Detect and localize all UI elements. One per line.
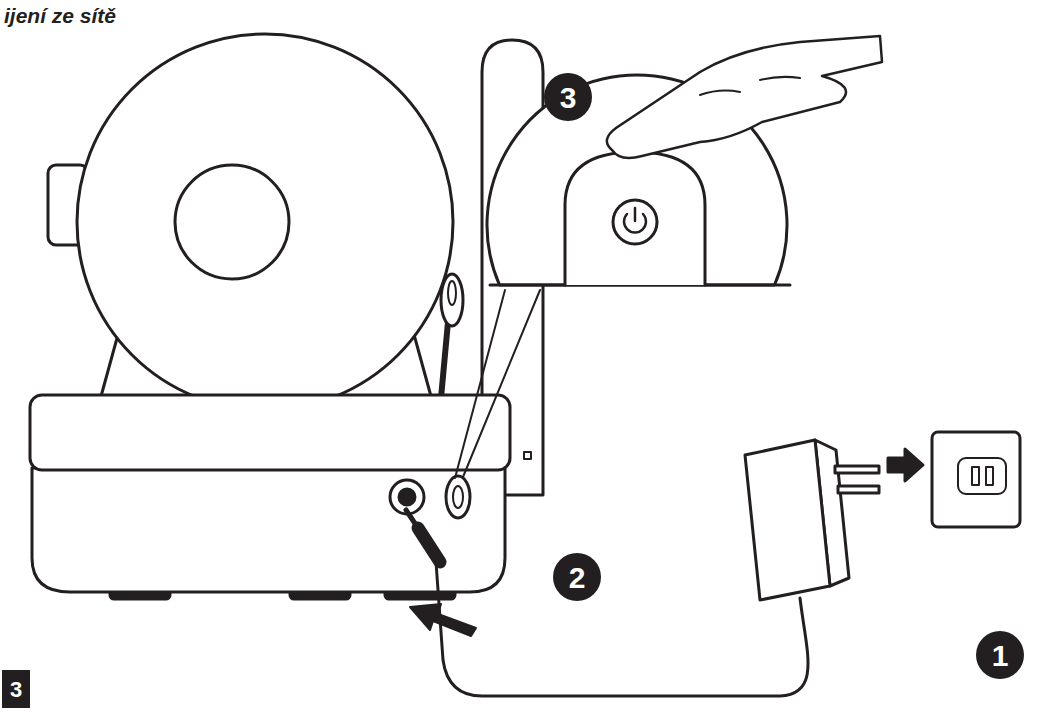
callout-number: 1 <box>992 641 1009 671</box>
callout-circle <box>544 73 592 121</box>
adapter-prong <box>835 466 879 473</box>
magnifier <box>487 36 882 285</box>
camera-base <box>30 395 510 599</box>
power-adapter <box>745 432 1024 679</box>
camera-head <box>77 34 453 410</box>
plug-tip <box>406 510 418 528</box>
power-button-port-inner <box>453 486 463 508</box>
power-button <box>613 200 657 244</box>
cable <box>436 562 808 696</box>
microphone-grille <box>448 281 456 305</box>
button-housing <box>565 152 705 285</box>
power-cable <box>406 510 808 696</box>
power-symbol <box>634 208 637 221</box>
microphone <box>441 274 463 398</box>
base-lower <box>32 468 505 592</box>
base-top <box>30 395 510 470</box>
section-title: ijení ze sítě <box>4 4 116 28</box>
power-button-port <box>446 476 470 518</box>
hand <box>607 36 882 158</box>
adapter-body <box>745 440 830 600</box>
microphone-stick <box>441 322 448 398</box>
lens <box>175 165 289 279</box>
outlet-slot <box>986 467 993 485</box>
outlet-slot <box>972 467 979 485</box>
wall-outlet <box>932 432 1020 527</box>
antenna-mark <box>524 452 531 459</box>
leader-line <box>455 290 505 478</box>
head-shell <box>77 34 453 410</box>
figure-number: 3 <box>10 679 22 701</box>
callout-number: 2 <box>569 563 586 593</box>
callout-number: 3 <box>560 83 577 113</box>
callout-circle <box>976 631 1024 679</box>
plug-in-arrow <box>888 449 923 481</box>
insert-arrow <box>410 604 476 636</box>
leader-line <box>463 290 540 477</box>
callout-circle <box>553 553 601 601</box>
plug-body <box>418 528 440 562</box>
figure-tag <box>2 670 30 708</box>
outlet-face <box>958 458 1006 494</box>
hand-detail <box>700 77 800 95</box>
adapter-prong <box>838 486 879 493</box>
dc-jack-hole <box>399 489 415 505</box>
